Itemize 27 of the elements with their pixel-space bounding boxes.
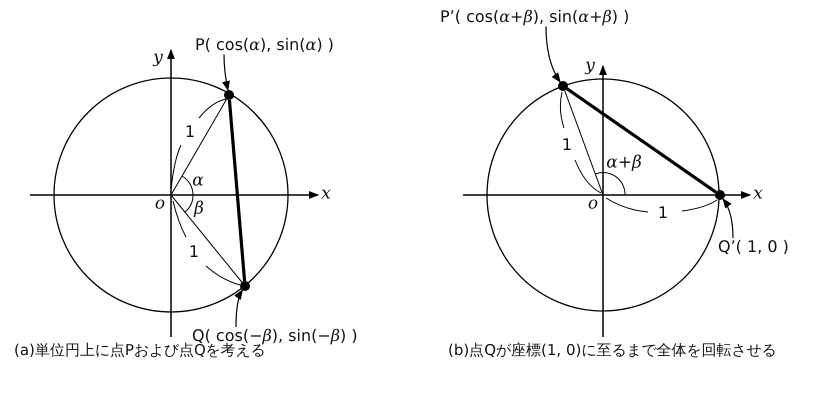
- angle-label: β: [194, 200, 204, 218]
- axis-label: x: [753, 184, 763, 204]
- origin-label: o: [154, 194, 166, 214]
- point-dot: [224, 90, 234, 100]
- origin-label: o: [588, 194, 598, 214]
- axis-label: y: [153, 48, 163, 68]
- point-label: Q’( 1, 0 ): [718, 238, 789, 256]
- point-label: P’( cos(α+β), sin(α+β) ): [440, 8, 630, 26]
- angle-label: α: [192, 172, 204, 190]
- axis-label: y: [585, 56, 595, 76]
- leader-arrow: [545, 26, 561, 83]
- leader-arrow: [722, 198, 734, 238]
- angle-label: α+β: [606, 154, 642, 172]
- point-label: P( cos(α), sin(α) ): [195, 36, 334, 54]
- chord-line: [228, 100, 246, 282]
- panel-caption: (b)点Qが座標(1, 0)に至るまで全体を回転させる: [448, 342, 776, 358]
- chord-line: [566, 88, 717, 194]
- length-label: 1: [562, 136, 572, 154]
- point-dot: [240, 281, 250, 291]
- leader-arrow: [234, 289, 243, 327]
- point-dot: [715, 190, 725, 200]
- length-label: 1: [188, 243, 200, 261]
- axis-label: x: [321, 184, 331, 204]
- length-label: 1: [184, 123, 196, 141]
- leader-arrow: [222, 54, 230, 92]
- length-label: 1: [658, 204, 668, 222]
- point-dot: [558, 81, 568, 91]
